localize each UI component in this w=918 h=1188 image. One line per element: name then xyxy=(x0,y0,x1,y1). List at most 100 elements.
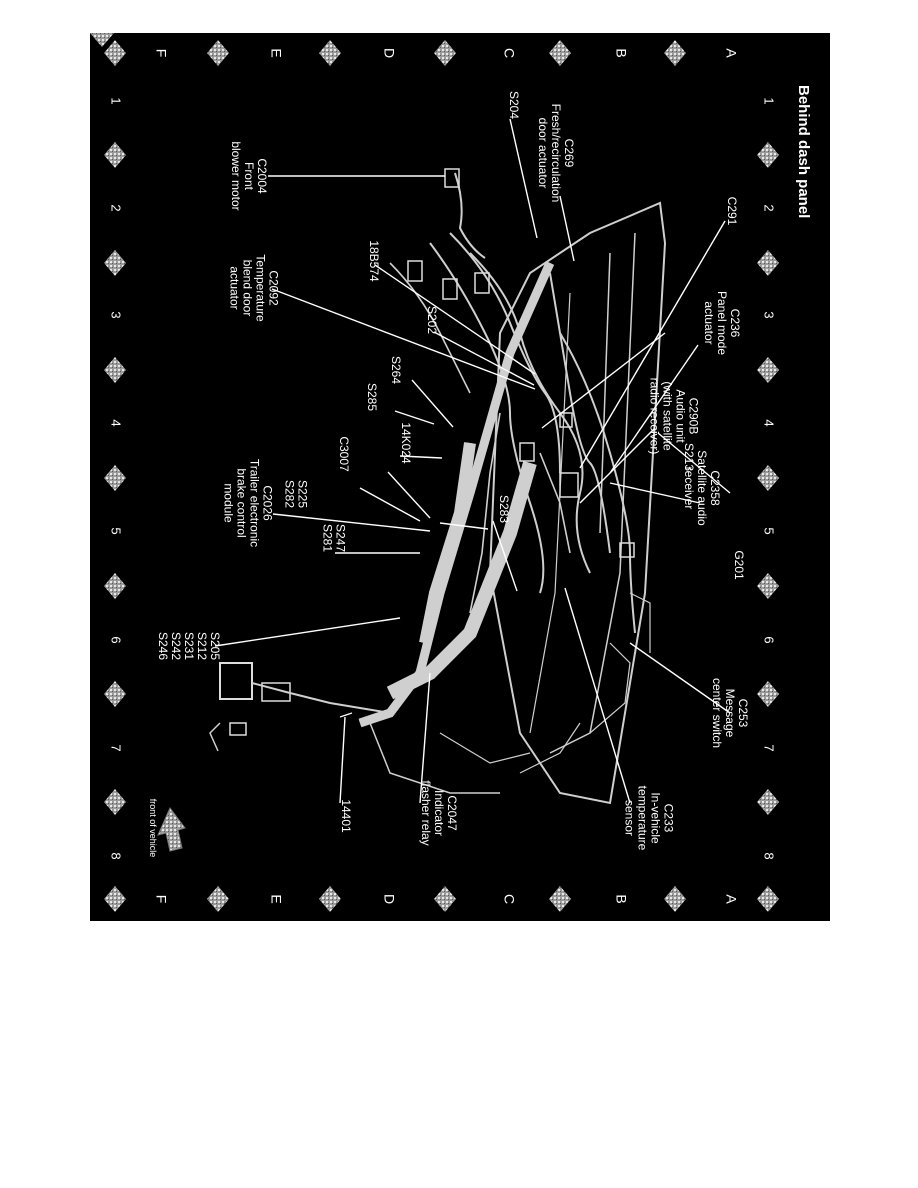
callout-c269-line: door actuator xyxy=(536,118,550,189)
callout-c253-line: Message xyxy=(723,689,737,738)
callout-s205-line: S231 xyxy=(182,632,196,660)
callout-s202-line: S202 xyxy=(425,306,439,334)
grid-diamonds xyxy=(104,40,779,912)
diagram-labels: Behind dash panel1122334455667788AABBCCD… xyxy=(109,48,812,904)
callout-c3007-line: C3007 xyxy=(337,436,351,472)
callout-s285: S285 xyxy=(365,383,379,411)
callout-c291: C291 xyxy=(725,197,739,226)
grid-marker-diamond xyxy=(104,681,126,707)
grid-number-bottom-6: 6 xyxy=(109,636,124,643)
callout-s283-line: S283 xyxy=(497,495,511,523)
grid-marker-diamond xyxy=(434,40,456,66)
grid-letter-right-A: A xyxy=(723,894,739,904)
grid-number-top-8: 8 xyxy=(762,852,777,859)
grid-number-top-5: 5 xyxy=(762,527,777,534)
grid-marker-diamond xyxy=(319,40,341,66)
callout-c2358-line: Satellite audio xyxy=(695,450,709,526)
grid-marker-diamond xyxy=(104,142,126,168)
callout-c2004-line: C2004 xyxy=(255,158,269,194)
grid-marker-diamond xyxy=(207,886,229,912)
leader-lines xyxy=(214,118,731,804)
callout-c233: C233In-vehicletemperaturesensor xyxy=(623,786,676,851)
callout-c236-line: C236 xyxy=(728,309,742,338)
grid-marker-diamond xyxy=(757,789,779,815)
grid-marker-diamond xyxy=(664,40,686,66)
callout-c2047-line: Indicator xyxy=(432,790,446,836)
grid-number-top-3: 3 xyxy=(762,311,777,318)
grid-number-bottom-2: 2 xyxy=(109,204,124,211)
callout-l18b574-line: 18B574 xyxy=(367,240,381,282)
grid-marker-diamond xyxy=(434,886,456,912)
callout-c2092: C2092Temperatureblend dooractuator xyxy=(228,254,281,322)
front-of-vehicle-arrow-icon xyxy=(157,807,186,852)
callout-c253-line: C253 xyxy=(736,699,750,728)
grid-letter-right-F: F xyxy=(153,895,169,904)
callout-c2092-line: blend door xyxy=(241,260,255,317)
grid-number-top-2: 2 xyxy=(762,204,777,211)
callout-s225-line: S282 xyxy=(283,480,297,508)
callout-c290b: C290BAudio unit(with satelliteradio rece… xyxy=(648,378,701,455)
callout-s225-line: S225 xyxy=(295,480,309,508)
callout-c2026: C2026Trailer electronicbrake controlmodu… xyxy=(222,459,275,547)
grid-marker-diamond xyxy=(757,357,779,383)
callout-l14k024-line: 14K024 xyxy=(399,422,413,464)
callout-s285-line: S285 xyxy=(365,383,379,411)
behind-dash-panel-diagram: Behind dash panel1122334455667788AABBCCD… xyxy=(90,33,830,921)
grid-marker-diamond xyxy=(757,142,779,168)
callout-c236: C236Panel modeactuator xyxy=(702,291,742,355)
callout-s247: S247S281 xyxy=(321,524,348,552)
grid-number-top-6: 6 xyxy=(762,636,777,643)
grid-marker-diamond xyxy=(104,573,126,599)
callout-c269-line: C269 xyxy=(562,139,576,168)
callout-s204-line: S204 xyxy=(507,91,521,119)
callout-s205-line: S212 xyxy=(195,632,209,660)
grid-marker-diamond xyxy=(104,357,126,383)
callout-c2004-line: blower motor xyxy=(229,141,243,210)
callout-s264-line: S264 xyxy=(389,356,403,384)
grid-letter-right-B: B xyxy=(613,894,629,903)
callout-c290b-line: C290B xyxy=(686,398,700,435)
callout-s283: S283 xyxy=(497,495,511,523)
callout-c269: C269Fresh/recirculationdoor actuator xyxy=(536,104,576,203)
callout-c2026-line: brake control xyxy=(235,468,249,537)
grid-marker-diamond xyxy=(549,40,571,66)
grid-letter-left-A: A xyxy=(723,48,739,58)
grid-marker-diamond xyxy=(757,465,779,491)
callout-c236-line: Panel mode xyxy=(715,291,729,355)
callout-c291-line: C291 xyxy=(725,197,739,226)
grid-marker-diamond xyxy=(757,681,779,707)
grid-marker-diamond xyxy=(104,886,126,912)
callout-c2047-line: C2047 xyxy=(445,795,459,831)
callout-c253-line: center switch xyxy=(710,678,724,748)
callout-front-line: front of vehicle xyxy=(148,799,158,858)
grid-marker-diamond xyxy=(104,465,126,491)
grid-marker-diamond xyxy=(664,886,686,912)
callout-c2358-line: receiver xyxy=(682,467,696,510)
callout-c2026-line: C2026 xyxy=(260,485,274,521)
callout-c253: C253Messagecenter switch xyxy=(710,678,750,748)
callout-s213-line: S213 xyxy=(682,443,696,471)
callout-s205-line: S205 xyxy=(208,632,222,660)
callout-c2358: C2358Satellite audioreceiver xyxy=(682,450,722,526)
callout-s204: S204 xyxy=(507,91,521,119)
grid-marker-diamond xyxy=(757,573,779,599)
callout-c290b-line: Audio unit xyxy=(673,389,687,443)
callout-c290b-line: radio receiver) xyxy=(648,378,662,455)
grid-letter-right-D: D xyxy=(381,894,397,904)
callout-front: front of vehicle xyxy=(148,799,158,858)
callout-c2092-line: actuator xyxy=(228,266,242,309)
callout-c269-line: Fresh/recirculation xyxy=(549,104,563,203)
grid-marker-diamond xyxy=(104,250,126,276)
callout-c2047: C2047Indicatorflasher relay xyxy=(419,780,459,845)
border-markers xyxy=(90,33,114,47)
grid-number-top-7: 7 xyxy=(762,744,777,751)
grid-number-bottom-1: 1 xyxy=(109,97,124,104)
grid-number-top-4: 4 xyxy=(762,419,777,426)
grid-number-bottom-5: 5 xyxy=(109,527,124,534)
callout-c2092-line: Temperature xyxy=(253,254,267,322)
callout-c236-line: actuator xyxy=(702,301,716,344)
callout-l14401: 14401 xyxy=(339,799,353,833)
callout-c290b-line: (with satellite xyxy=(661,381,675,451)
grid-number-bottom-3: 3 xyxy=(109,311,124,318)
